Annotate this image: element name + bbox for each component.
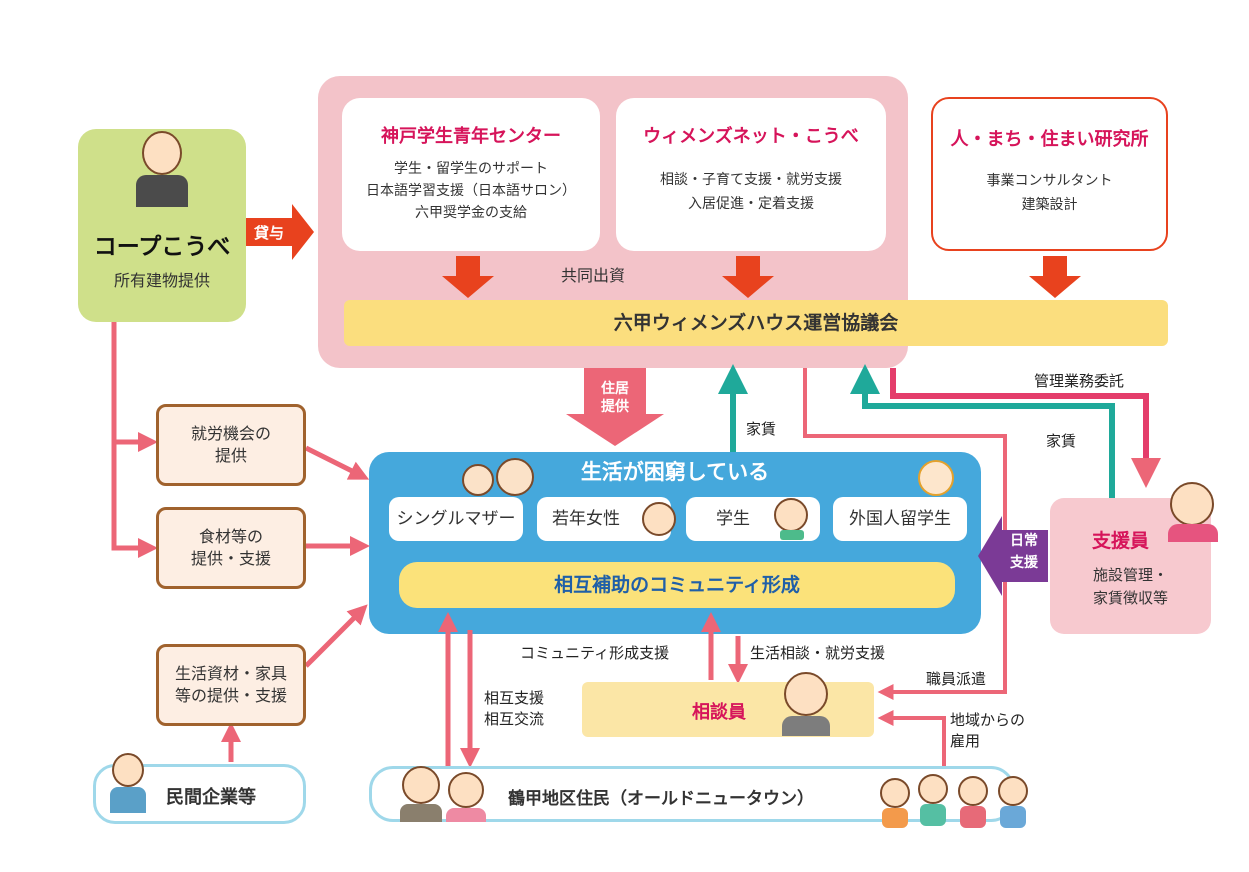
community-bar: 相互補助のコミュニティ形成 (399, 562, 955, 608)
food-text: 食材等の 提供・支援 (190, 527, 271, 568)
coop-box: コープこうべ 所有建物提供 (78, 129, 246, 322)
center-line: 六甲奨学金の支給 (415, 205, 527, 221)
supporter-line: 施設管理・ (1092, 566, 1168, 584)
coop-role: 所有建物提供 (113, 271, 210, 290)
counselor-woman-icon (778, 670, 836, 738)
council-name: 六甲ウィメンズハウス運営協議会 (613, 312, 899, 334)
materials-text: 生活資材・家具 等の提供・支援 (174, 664, 287, 705)
womensnet-name: ウィメンズネット・こうべ (643, 126, 859, 147)
center-box: 神戸学生青年センター 学生・留学生のサポート 日本語学習支援（日本語サロン） 六… (342, 98, 600, 251)
lab-name: 人・まち・住まい研究所 (950, 129, 1149, 150)
need-title: 生活が困窮している (580, 460, 770, 484)
elderly-couple-icon (398, 764, 496, 824)
businessman-icon (134, 131, 190, 209)
daily-support-label: 日常 支援 (1010, 533, 1038, 571)
group-single-mother: シングルマザー (389, 497, 523, 541)
life-consult-label: 生活相談・就労支援 (750, 644, 886, 662)
lab-box: 人・まち・住まい研究所 事業コンサルタント 建築設計 (931, 97, 1168, 251)
mutual-label: 相互支援 相互交流 (484, 689, 545, 728)
womensnet-line: 入居促進・定着支援 (688, 196, 814, 212)
lab-line: 建築設計 (1021, 197, 1078, 213)
student-icon (772, 496, 812, 542)
children-icon (876, 770, 1036, 832)
coop-name: コープこうべ (93, 234, 231, 260)
materials-box: 生活資材・家具 等の提供・支援 (156, 644, 306, 726)
center-line: 日本語学習支援（日本語サロン） (366, 183, 576, 199)
supporter-box: 支援員 施設管理・ 家賃徴収等 (1050, 498, 1211, 634)
employment-text: 就労機会の 提供 (190, 424, 271, 465)
supporter-woman-icon (1166, 482, 1228, 544)
mgmt-entrust-label: 管理業務委託 (1034, 372, 1125, 390)
womensnet-line: 相談・子育て支援・就労支援 (660, 172, 842, 188)
supporter-title: 支援員 (1092, 530, 1150, 552)
staff-dispatch-label: 職員派遣 (926, 670, 987, 688)
supporter-line: 家賃徴収等 (1092, 589, 1168, 607)
lab-line: 事業コンサルタント (986, 173, 1113, 189)
man-icon (108, 753, 148, 819)
community-label: 相互補助のコミュニティ形成 (554, 574, 800, 596)
community-support-label: コミュニティ形成支援 (520, 644, 670, 662)
housing-label: 住居 提供 (601, 381, 629, 415)
group-foreign-students: 外国人留学生 (833, 497, 967, 541)
joint-investment-label: 共同出資 (561, 266, 626, 285)
womensnet-box: ウィメンズネット・こうべ 相談・子育て支援・就労支援 入居促進・定着支援 (616, 98, 886, 251)
loan-label: 貸与 (254, 224, 285, 242)
council-bar: 六甲ウィメンズハウス運営協議会 (344, 300, 1168, 346)
employment-box: 就労機会の 提供 (156, 404, 306, 486)
private-box: 民間企業等 (93, 753, 306, 824)
rent-label-1: 家賃 (746, 420, 777, 438)
counselor-label: 相談員 (692, 702, 746, 723)
food-box: 食材等の 提供・支援 (156, 507, 306, 589)
girl-icon (914, 458, 958, 502)
young-woman-icon (640, 498, 680, 542)
women-icon (462, 458, 538, 498)
residents-label: 鶴甲地区住民（オールドニュータウン） (508, 789, 814, 809)
center-name: 神戸学生青年センター (381, 126, 561, 147)
rent-label-2: 家賃 (1046, 432, 1077, 450)
center-line: 学生・留学生のサポート (394, 161, 548, 177)
private-label: 民間企業等 (166, 787, 256, 808)
local-hire-label: 地域からの 雇用 (950, 711, 1026, 750)
